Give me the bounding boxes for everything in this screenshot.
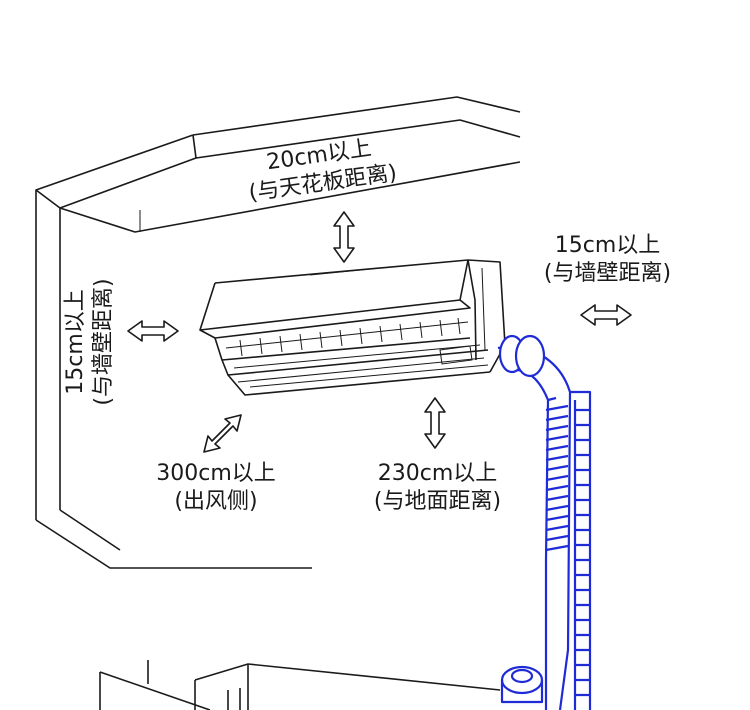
floor-clearance-note: (与地面距离) bbox=[373, 489, 502, 514]
floor-clearance-value: 230cm以上 bbox=[377, 461, 498, 486]
right-wall-clearance-value: 15cm以上 bbox=[554, 233, 661, 258]
room-outline bbox=[35, 96, 521, 710]
outlet-side-clearance-label: 300cm以上 (出风侧) bbox=[136, 460, 296, 516]
double-arrow-vertical-icon bbox=[424, 397, 446, 449]
left-wall-clearance-value: 15cm以上 bbox=[63, 289, 88, 395]
outlet-side-clearance-value: 300cm以上 bbox=[156, 461, 276, 486]
right-wall-clearance-label: 15cm以上 (与墙壁距离) bbox=[520, 232, 695, 288]
double-arrow-diagonal-icon bbox=[203, 414, 242, 453]
air-conditioner-unit bbox=[199, 259, 506, 396]
right-wall-clearance-note: (与墙壁距离) bbox=[543, 261, 672, 286]
left-wall-clearance-label: 15cm以上 (与墙壁距离) bbox=[62, 247, 118, 437]
double-arrow-horizontal-icon bbox=[127, 320, 179, 342]
double-arrow-horizontal-icon bbox=[580, 304, 632, 326]
double-arrow-vertical-icon bbox=[333, 211, 355, 263]
left-wall-clearance-note: (与墙壁距离) bbox=[91, 278, 116, 406]
floor-clearance-label: 230cm以上 (与地面距离) bbox=[350, 460, 525, 516]
drain-hose bbox=[497, 334, 592, 710]
outlet-side-clearance-note: (出风侧) bbox=[174, 489, 258, 514]
